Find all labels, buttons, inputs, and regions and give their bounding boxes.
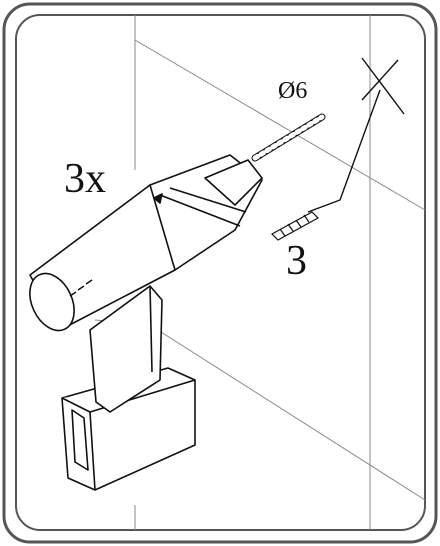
wall-plug-icon [271, 211, 319, 241]
drill-bit-diameter-label: Ø6 [278, 78, 307, 104]
wall-outline [94, 15, 426, 530]
x-mark-icon [307, 57, 405, 213]
drill-bit-icon [251, 113, 326, 162]
repeat-count-label: 3x [64, 156, 106, 202]
cordless-drill-icon [29, 154, 263, 491]
inner-frame [15, 14, 426, 531]
wall-plug-step-label: 3 [286, 238, 307, 284]
